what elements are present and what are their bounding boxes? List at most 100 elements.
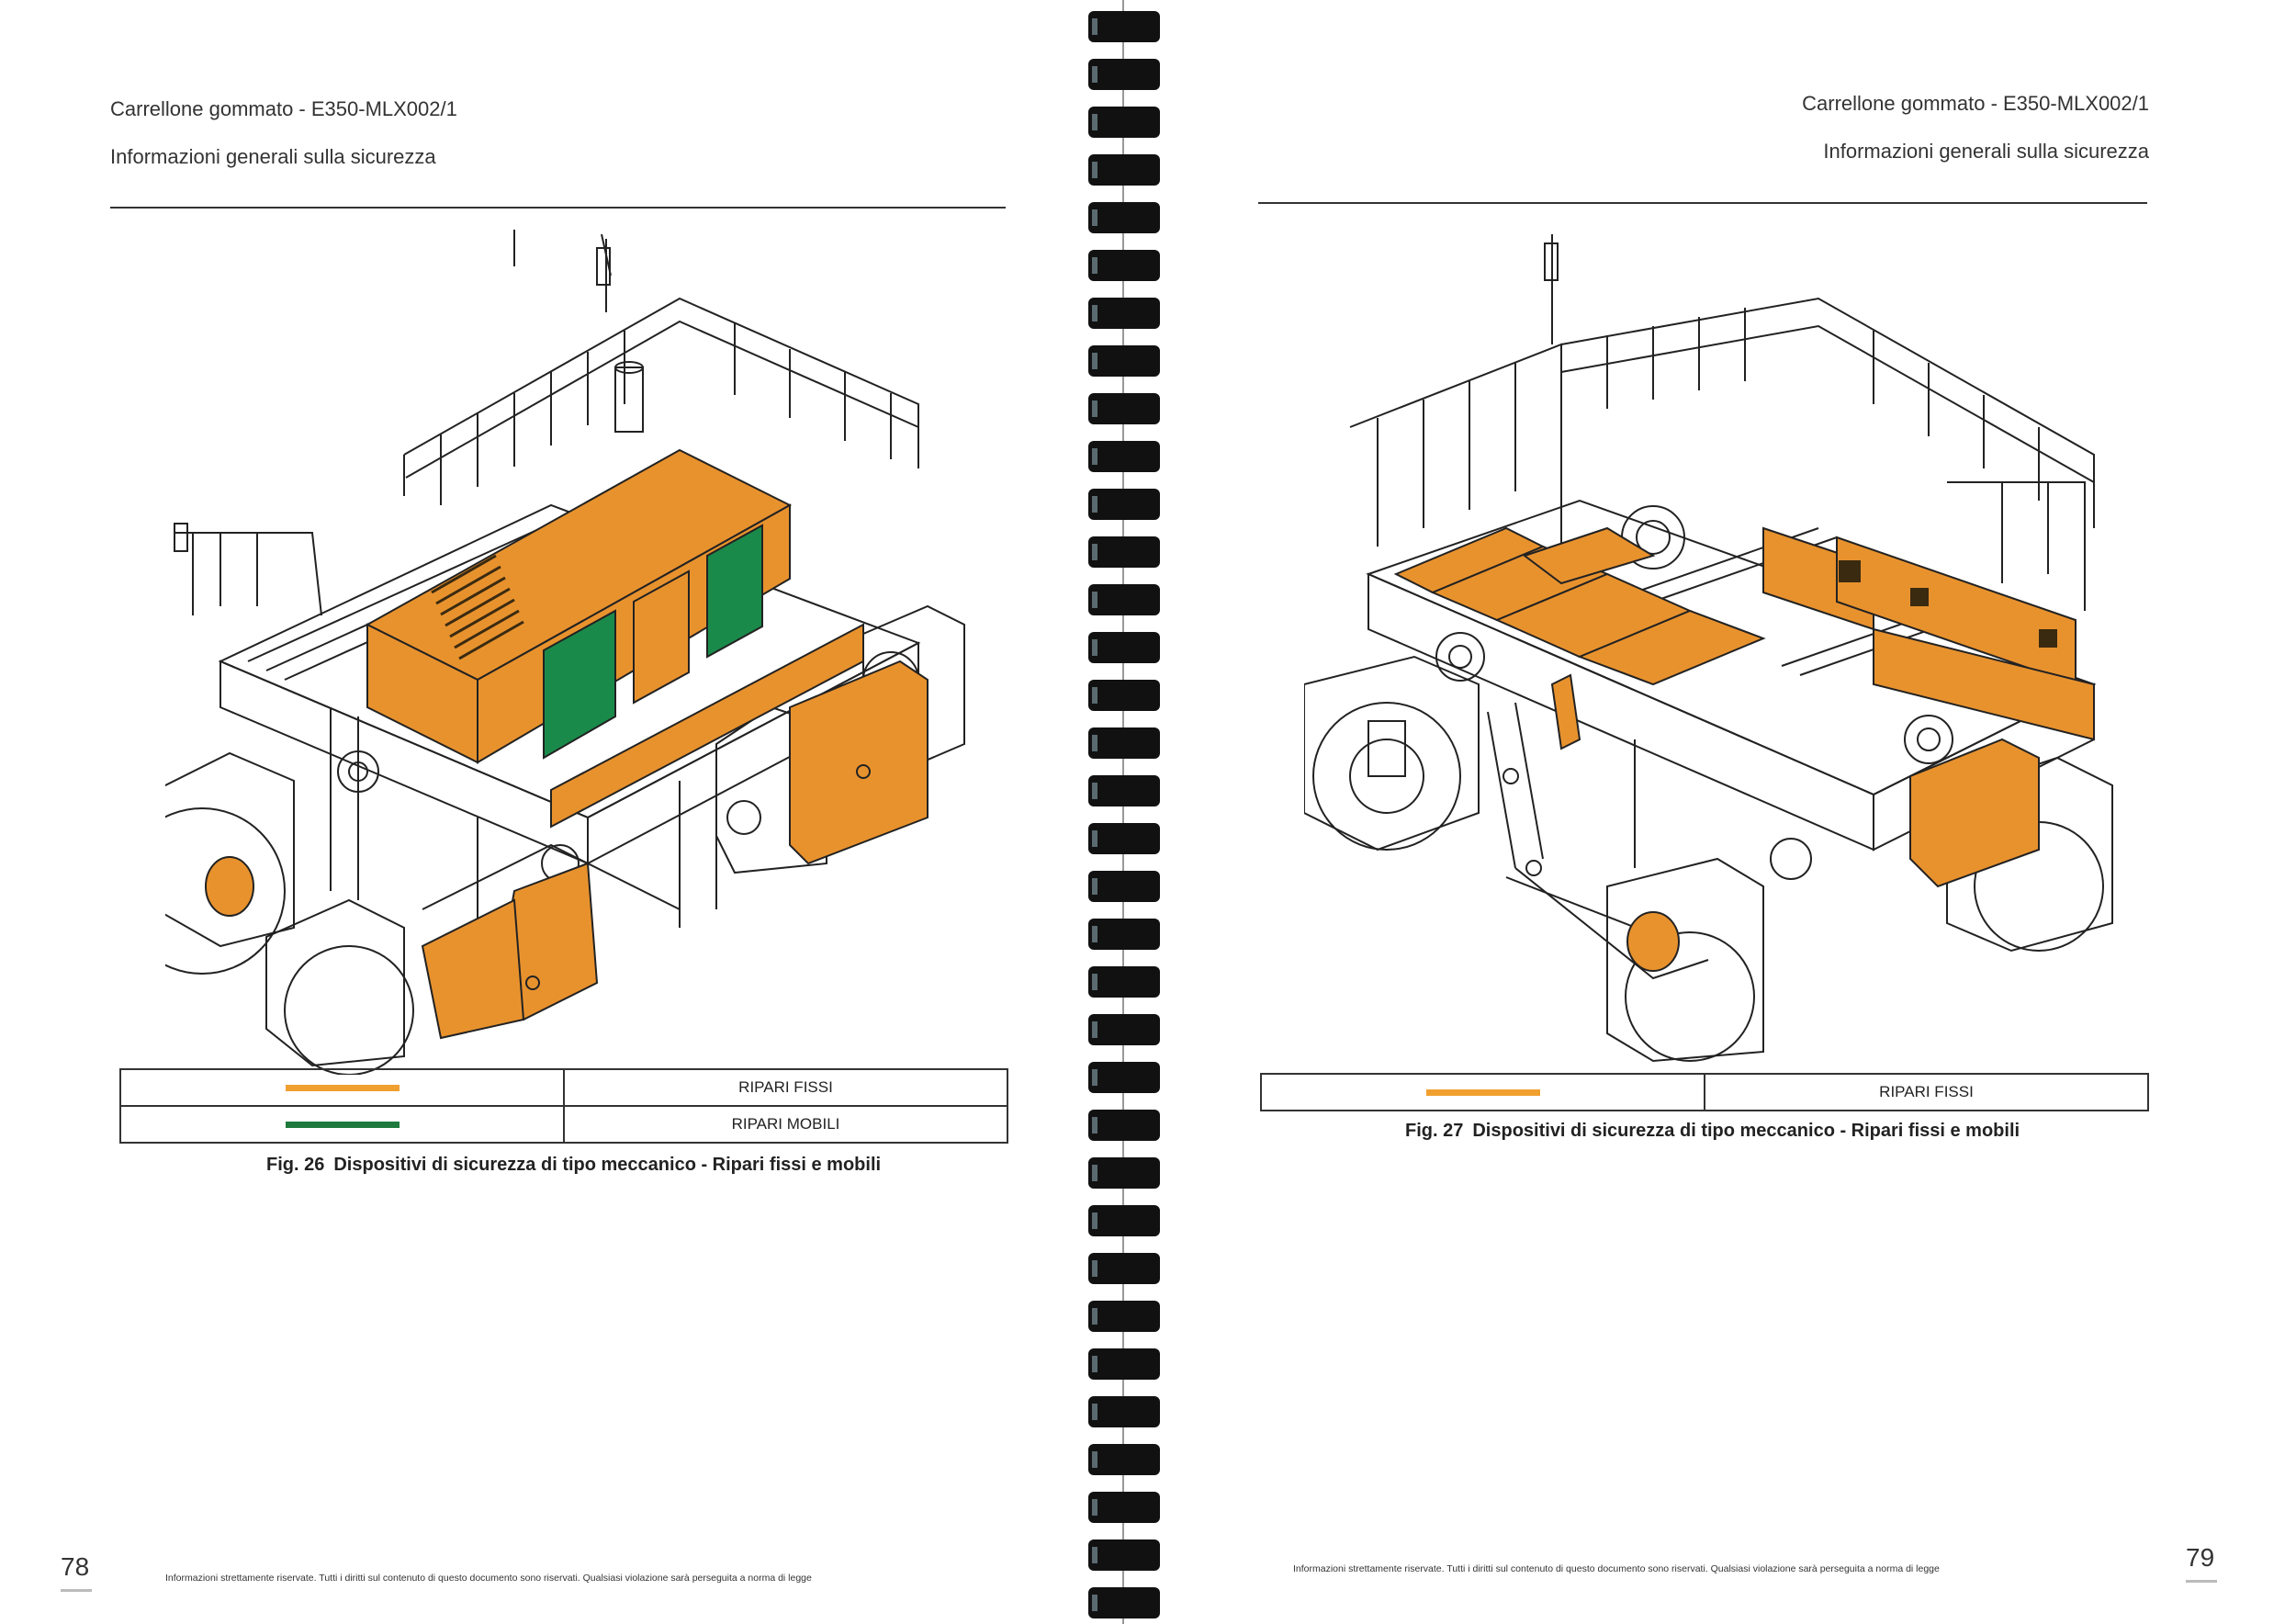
legend-table: RIPARI FISSI RIPARI MOBILI: [119, 1068, 1008, 1144]
figure-number: Fig. 26: [266, 1155, 325, 1175]
binding-coil-highlight: [1092, 353, 1097, 369]
binding-coil: [1088, 393, 1160, 424]
binding-coil-highlight: [1092, 687, 1097, 704]
binding-coil: [1088, 1062, 1160, 1093]
binding-coil: [1088, 680, 1160, 711]
legend-swatch-cell: [119, 1068, 565, 1107]
binding-coil-highlight: [1092, 114, 1097, 130]
binding-coil: [1088, 775, 1160, 806]
binding-coil: [1088, 966, 1160, 998]
binding-coil-highlight: [1092, 974, 1097, 990]
binding-coil-highlight: [1092, 1021, 1097, 1038]
legend-swatch-orange: [1425, 1089, 1540, 1097]
binding-coil: [1088, 823, 1160, 854]
binding-coil: [1088, 919, 1160, 950]
legend-label: RIPARI FISSI: [1704, 1073, 2149, 1111]
binding-coil: [1088, 345, 1160, 377]
page-number-underline: [2186, 1580, 2217, 1583]
binding-coil: [1088, 250, 1160, 281]
footer-notice: Informazioni strettamente riservate. Tut…: [165, 1573, 812, 1584]
spiral-binding: [1088, 0, 1160, 1624]
legend-label: RIPARI MOBILI: [563, 1105, 1008, 1144]
binding-coil: [1088, 1205, 1160, 1236]
binding-coil: [1088, 1014, 1160, 1045]
figure-caption: Fig. 27 Dispositivi di sicurezza di tipo …: [1405, 1121, 2020, 1142]
figure-caption-text: Dispositivi di sicurezza di tipo meccani…: [1472, 1121, 2020, 1141]
page-number: 78: [61, 1552, 90, 1581]
binding-coil: [1088, 1110, 1160, 1141]
binding-coil-highlight: [1092, 1260, 1097, 1277]
binding-coil-highlight: [1092, 544, 1097, 560]
binding-coil: [1088, 59, 1160, 90]
header-subtitle: Informazioni generali sulla sicurezza: [1823, 140, 2149, 163]
binding-coil: [1088, 107, 1160, 138]
binding-coil: [1088, 154, 1160, 186]
legend-row: RIPARI MOBILI: [119, 1105, 1008, 1144]
machine-drawing-fig26: [165, 230, 965, 1075]
binding-coil: [1088, 441, 1160, 472]
binding-coil-highlight: [1092, 496, 1097, 513]
legend-swatch-cell: [1260, 1073, 1705, 1111]
legend-table: RIPARI FISSI: [1260, 1073, 2149, 1111]
binding-coil: [1088, 1253, 1160, 1284]
legend-row: RIPARI FISSI: [119, 1068, 1008, 1107]
binding-coil-highlight: [1092, 1212, 1097, 1229]
binding-coil-highlight: [1092, 1117, 1097, 1133]
header-rule: [1258, 202, 2147, 204]
legend-label: RIPARI FISSI: [563, 1068, 1008, 1107]
legend-swatch-green: [285, 1122, 400, 1129]
binding-coil-highlight: [1092, 400, 1097, 417]
binding-coil-highlight: [1092, 878, 1097, 895]
header-rule: [110, 207, 1006, 209]
binding-coil: [1088, 1492, 1160, 1523]
figure-caption: Fig. 26 Dispositivi di sicurezza di tipo …: [266, 1155, 881, 1176]
figure-number: Fig. 27: [1405, 1121, 1464, 1141]
binding-coil-highlight: [1092, 1404, 1097, 1420]
binding-coil: [1088, 1348, 1160, 1380]
binding-coil-highlight: [1092, 305, 1097, 321]
binding-coil-highlight: [1092, 1308, 1097, 1325]
binding-coil: [1088, 489, 1160, 520]
binding-coil: [1088, 1539, 1160, 1571]
binding-coil-highlight: [1092, 926, 1097, 942]
binding-coil-highlight: [1092, 1595, 1097, 1611]
binding-coil-highlight: [1092, 257, 1097, 274]
figure-caption-text: Dispositivi di sicurezza di tipo meccani…: [333, 1155, 882, 1175]
binding-coil-highlight: [1092, 1451, 1097, 1468]
binding-coil-highlight: [1092, 66, 1097, 83]
legend-swatch-cell: [119, 1105, 565, 1144]
binding-coil-highlight: [1092, 209, 1097, 226]
page-right: Carrellone gommato - E350-MLX002/1 Infor…: [1212, 0, 2296, 1624]
binding-coil: [1088, 202, 1160, 233]
binding-coil: [1088, 727, 1160, 759]
header-title: Carrellone gommato - E350-MLX002/1: [110, 97, 457, 120]
legend-row: RIPARI FISSI: [1260, 1073, 2149, 1111]
footer-notice: Informazioni strettamente riservate. Tut…: [1293, 1563, 1940, 1574]
binding-coil-highlight: [1092, 162, 1097, 178]
binding-coil-highlight: [1092, 18, 1097, 35]
binding-coil: [1088, 584, 1160, 615]
page-left: Carrellone gommato - E350-MLX002/1 Infor…: [0, 0, 1084, 1624]
binding-coil-highlight: [1092, 639, 1097, 656]
binding-coil: [1088, 632, 1160, 663]
header-title: Carrellone gommato - E350-MLX002/1: [1802, 92, 2149, 115]
binding-coil: [1088, 298, 1160, 329]
binding-coil: [1088, 11, 1160, 42]
binding-coil-highlight: [1092, 592, 1097, 608]
binding-coil-highlight: [1092, 1069, 1097, 1086]
machine-drawing-fig27: [1304, 234, 2113, 1063]
binding-coil-highlight: [1092, 830, 1097, 847]
legend-swatch-orange: [285, 1085, 400, 1092]
binding-coil: [1088, 1301, 1160, 1332]
binding-coil: [1088, 1396, 1160, 1427]
binding-coil-highlight: [1092, 783, 1097, 799]
binding-coil-highlight: [1092, 1499, 1097, 1516]
binding-coil: [1088, 536, 1160, 568]
binding-coil: [1088, 1157, 1160, 1189]
binding-coil: [1088, 1587, 1160, 1618]
page-number-underline: [61, 1589, 92, 1592]
binding-coil-highlight: [1092, 735, 1097, 751]
header-subtitle: Informazioni generali sulla sicurezza: [110, 145, 436, 168]
binding-coil-highlight: [1092, 1165, 1097, 1181]
binding-coil-highlight: [1092, 448, 1097, 465]
